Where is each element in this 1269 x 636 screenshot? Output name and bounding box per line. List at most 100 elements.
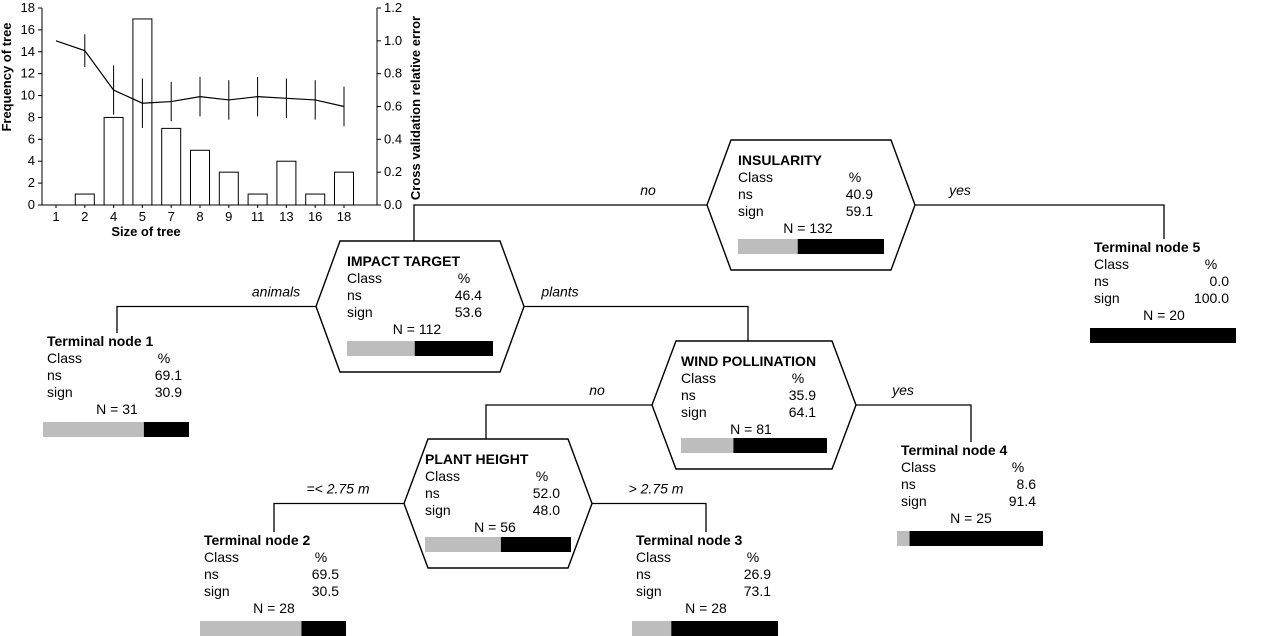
percent-header: % xyxy=(458,270,470,286)
sign-label: sign xyxy=(47,384,73,400)
sign-percent: 48.0 xyxy=(533,502,560,518)
ns-label: ns xyxy=(347,287,362,303)
ns-proportion-bar xyxy=(200,621,302,636)
x-tick-label: 8 xyxy=(196,209,203,224)
edge-height-gt xyxy=(592,502,707,532)
ns-percent: 46.4 xyxy=(455,287,482,303)
node-title: PLANT HEIGHT xyxy=(425,451,529,467)
sign-proportion-bar xyxy=(733,438,827,453)
sign-label: sign xyxy=(901,493,927,509)
ns-proportion-bar xyxy=(897,531,910,546)
x-tick-label: 9 xyxy=(225,209,232,224)
class-header: Class xyxy=(901,459,936,475)
left-tick-label: 10 xyxy=(21,88,35,103)
sign-proportion-bar xyxy=(797,239,884,254)
class-header: Class xyxy=(1094,256,1129,272)
edge-label: =< 2.75 m xyxy=(306,481,369,497)
frequency-bar xyxy=(247,193,268,206)
right-tick-label: 1.0 xyxy=(384,33,402,48)
split-node-shape xyxy=(706,139,916,271)
x-tick-label: 13 xyxy=(279,209,293,224)
x-tick-label: 5 xyxy=(139,209,146,224)
class-header: Class xyxy=(681,370,716,386)
sign-label: sign xyxy=(738,203,764,219)
frequency-bar xyxy=(218,171,239,206)
left-tick-label: 0 xyxy=(28,197,35,212)
sign-percent: 100.0 xyxy=(1194,290,1229,306)
right-tick-label: 0.0 xyxy=(384,197,402,212)
percent-header: % xyxy=(158,350,170,366)
n-count: N = 56 xyxy=(474,519,516,535)
ns-label: ns xyxy=(681,387,696,403)
sign-label: sign xyxy=(347,304,373,320)
sign-label: sign xyxy=(425,502,451,518)
edge-insularity-yes xyxy=(915,204,1165,239)
edge-height-le xyxy=(273,502,404,532)
frequency-bar xyxy=(276,160,297,206)
n-count: N = 132 xyxy=(783,220,833,236)
x-tick-label: 4 xyxy=(110,209,117,224)
frequency-bar xyxy=(305,193,326,206)
x-tick-label: 1 xyxy=(52,209,59,224)
ns-percent: 52.0 xyxy=(533,485,560,501)
edge-label: yes xyxy=(948,182,971,198)
sign-percent: 59.1 xyxy=(846,203,873,219)
right-tick-label: 0.6 xyxy=(384,99,402,114)
n-count: N = 28 xyxy=(253,600,295,616)
x-tick-label: 7 xyxy=(168,209,175,224)
sign-proportion-bar xyxy=(414,341,493,356)
ns-percent: 8.6 xyxy=(1017,476,1037,492)
x-tick-label: 18 xyxy=(337,209,351,224)
n-count: N = 28 xyxy=(685,600,727,616)
edge-label: no xyxy=(589,382,605,398)
left-tick-label: 16 xyxy=(21,22,35,37)
ns-label: ns xyxy=(1094,273,1109,289)
class-header: Class xyxy=(425,468,460,484)
frequency-bar xyxy=(161,127,182,206)
ns-percent: 40.9 xyxy=(846,186,873,202)
ns-percent: 35.9 xyxy=(789,387,816,403)
ns-percent: 26.9 xyxy=(744,566,771,582)
split-node-shape xyxy=(651,340,857,470)
ns-label: ns xyxy=(738,186,753,202)
ns-proportion-bar xyxy=(632,621,672,636)
percent-header: % xyxy=(315,549,327,565)
n-count: N = 25 xyxy=(950,510,992,526)
left-tick-label: 4 xyxy=(28,153,35,168)
y-axis-right-title: Cross validation relative error xyxy=(408,16,423,200)
edge-label: no xyxy=(640,182,656,198)
y-axis-title: Frequency of tree xyxy=(0,22,14,131)
split-node-shape xyxy=(315,240,525,373)
ns-label: ns xyxy=(47,367,62,383)
edge-impact-plants xyxy=(524,305,749,341)
left-tick-label: 18 xyxy=(21,0,35,15)
percent-header: % xyxy=(1012,459,1024,475)
left-tick-label: 8 xyxy=(28,109,35,124)
sign-percent: 73.1 xyxy=(744,583,771,599)
ns-label: ns xyxy=(425,485,440,501)
ns-proportion-bar xyxy=(43,422,144,437)
n-count: N = 31 xyxy=(96,401,138,417)
edge-label: yes xyxy=(891,382,914,398)
right-tick-label: 0.2 xyxy=(384,164,402,179)
split-node-shape xyxy=(403,438,593,569)
sign-proportion-bar xyxy=(301,621,346,636)
edge-label: animals xyxy=(252,284,300,300)
x-tick-label: 11 xyxy=(251,209,265,224)
ns-label: ns xyxy=(204,566,219,582)
right-tick-label: 1.2 xyxy=(384,0,402,15)
ns-percent: 0.0 xyxy=(1210,273,1230,289)
n-count: N = 20 xyxy=(1143,307,1185,323)
frequency-bar xyxy=(74,193,95,206)
node-title: Terminal node 3 xyxy=(636,532,743,548)
ns-percent: 69.1 xyxy=(155,367,182,383)
sign-proportion-bar xyxy=(909,531,1043,546)
